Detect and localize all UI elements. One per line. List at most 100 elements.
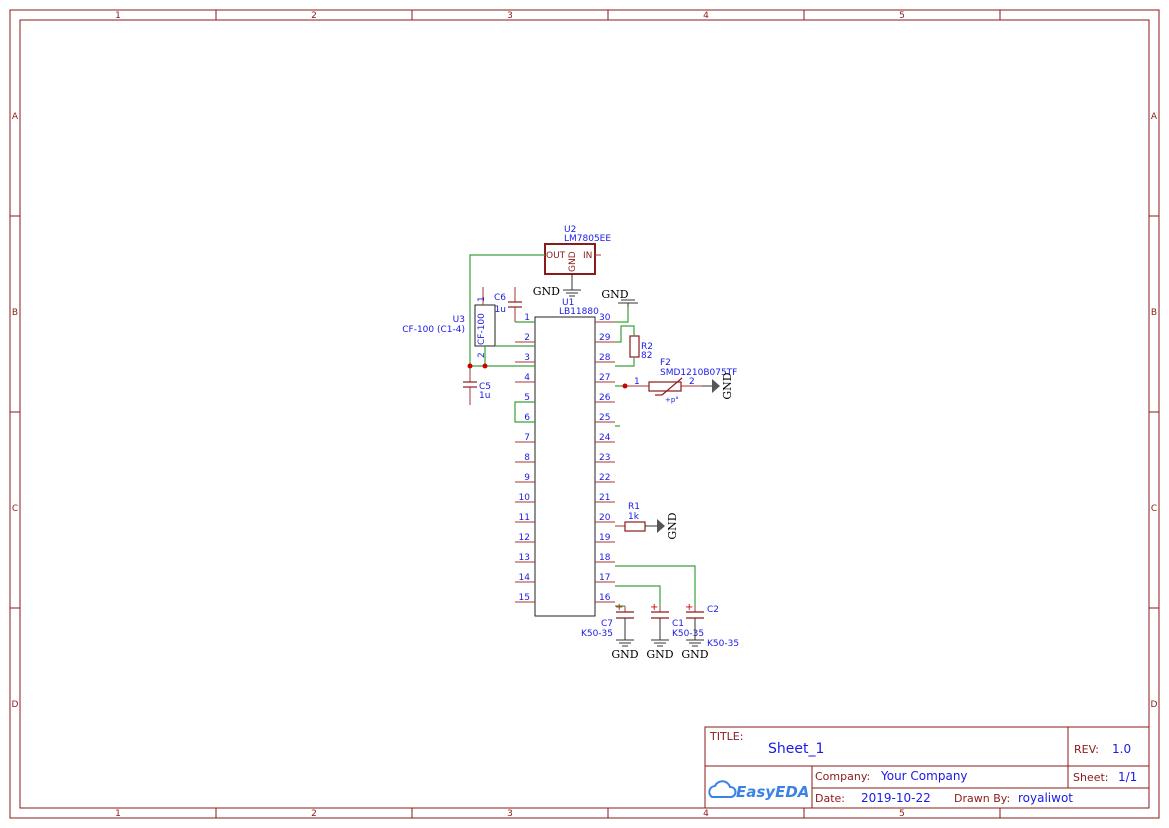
drawn-by-label: Drawn By: [954,792,1010,805]
row-label-right: C [1151,504,1157,514]
rev-label: REV: [1074,743,1099,756]
column-label-top: 1 [115,11,121,21]
wire [615,585,661,606]
u1-value: LB11880 [559,307,599,317]
u2-pin-gnd: GND [568,251,578,272]
u1-pin-number: 7 [524,433,530,443]
u3-pin1: 1 [477,296,487,302]
column-label-bottom: 3 [507,809,513,819]
ground-icon [616,639,634,647]
u1-pin-number: 2 [524,333,530,343]
title-block: TITLE: Sheet_1 REV: 1.0 Company: Your Co… [704,726,1150,809]
ground-icon [686,639,704,647]
u1-pin-number: 1 [524,313,530,323]
ground-icon [712,379,720,393]
u1-pin-number: 16 [599,593,611,603]
component-f2[interactable]: 1 2 +p° F2 SMD1210B075TF [625,358,737,404]
gnd-label: GND [646,648,673,661]
cloud-icon [708,780,737,798]
junction-dot [467,363,473,369]
c6-value: 1u [495,305,506,315]
r1-value: 1k [628,512,640,522]
component-u2[interactable]: U2 LM7805EE OUT IN GND [544,225,611,290]
column-label-top: 2 [311,11,317,21]
gnd-label: GND [666,512,679,539]
row-label-left: D [12,700,19,710]
sheet-value: 1/1 [1118,770,1137,784]
r1-ref: R1 [628,502,640,512]
u1-pin-number: 30 [599,313,611,323]
ground-icon [651,639,669,647]
drawn-by-value: royaliwot [1018,791,1073,805]
c1-ref: C1 [672,619,684,629]
c1-plus-mark: + [650,602,658,613]
u1-pin-number: 21 [599,493,610,503]
c5-ref: C5 [479,382,491,392]
company-label: Company: [815,770,870,783]
column-label-bottom: 4 [703,809,709,819]
gnd-label: GND [611,648,638,661]
u3-value: CF-100 (C1-4) [402,325,465,335]
c7-plus-mark: + [615,602,623,613]
u1-pin-number: 15 [519,593,530,603]
component-c5[interactable]: C5 1u [463,370,491,405]
column-label-bottom: 5 [899,809,905,819]
u1-pin-number: 24 [599,433,611,443]
ground-icon [618,299,638,307]
c7-value: K50-35 [581,629,613,639]
u1-pin-number: 22 [599,473,610,483]
sheet-label: Sheet: [1073,771,1109,784]
f2-mark: +p° [665,396,679,404]
component-u3[interactable]: CF-100 1 2 U3 CF-100 (C1-4) [402,287,496,358]
wire [469,254,545,370]
u2-ref: U2 [564,225,576,235]
u1-pin-number: 27 [599,373,610,383]
u1-pin-number: 9 [524,473,530,483]
r2-ref: R2 [641,342,653,352]
ground-icon [563,289,581,297]
wire [615,325,635,343]
u1-pin-number: 11 [519,513,530,523]
u1-pin-number: 10 [519,493,531,503]
easyeda-logo: EasyEDA [708,780,809,801]
junction-dot [622,383,628,389]
column-label-top: 5 [899,11,905,21]
row-label-left: B [12,308,18,318]
u1-pin-number: 18 [599,553,611,563]
gnd-label: GND [533,285,560,298]
sheet-frame [9,9,1160,819]
u1-pin-number: 29 [599,333,611,343]
u1-pin-number: 13 [519,553,530,563]
junction-dot [482,363,488,369]
sheet-title: Sheet_1 [768,741,824,757]
component-r1[interactable]: R1 1k [615,502,655,532]
c7-ref: C7 [601,619,613,629]
c2-value: K50-35 [707,639,739,649]
u1-pin-number: 23 [599,453,610,463]
component-u1[interactable]: U1 LB11880 12345678910111213141530292827… [515,298,615,617]
f2-pin1: 1 [634,377,640,387]
u3-pin2: 2 [477,352,487,358]
wire [615,357,635,367]
u2-value: LM7805EE [564,234,611,244]
u1-pin-number: 5 [524,393,530,403]
ground-icon [657,519,665,533]
u1-pin-number: 26 [599,393,611,403]
u1-pin-number: 20 [599,513,611,523]
c5-value: 1u [479,391,490,401]
c1-value: K50-35 [672,629,704,639]
u2-pin-out: OUT [546,251,566,261]
f2-ref: F2 [660,358,671,368]
c2-plus-mark: + [685,602,693,613]
component-c6[interactable]: C6 1u [494,287,522,322]
column-label-top: 4 [703,11,709,21]
wire [514,401,535,423]
row-label-right: B [1151,308,1157,318]
column-label-bottom: 2 [311,809,317,819]
row-label-right: D [1151,700,1158,710]
gnd-label: GND [601,288,628,301]
